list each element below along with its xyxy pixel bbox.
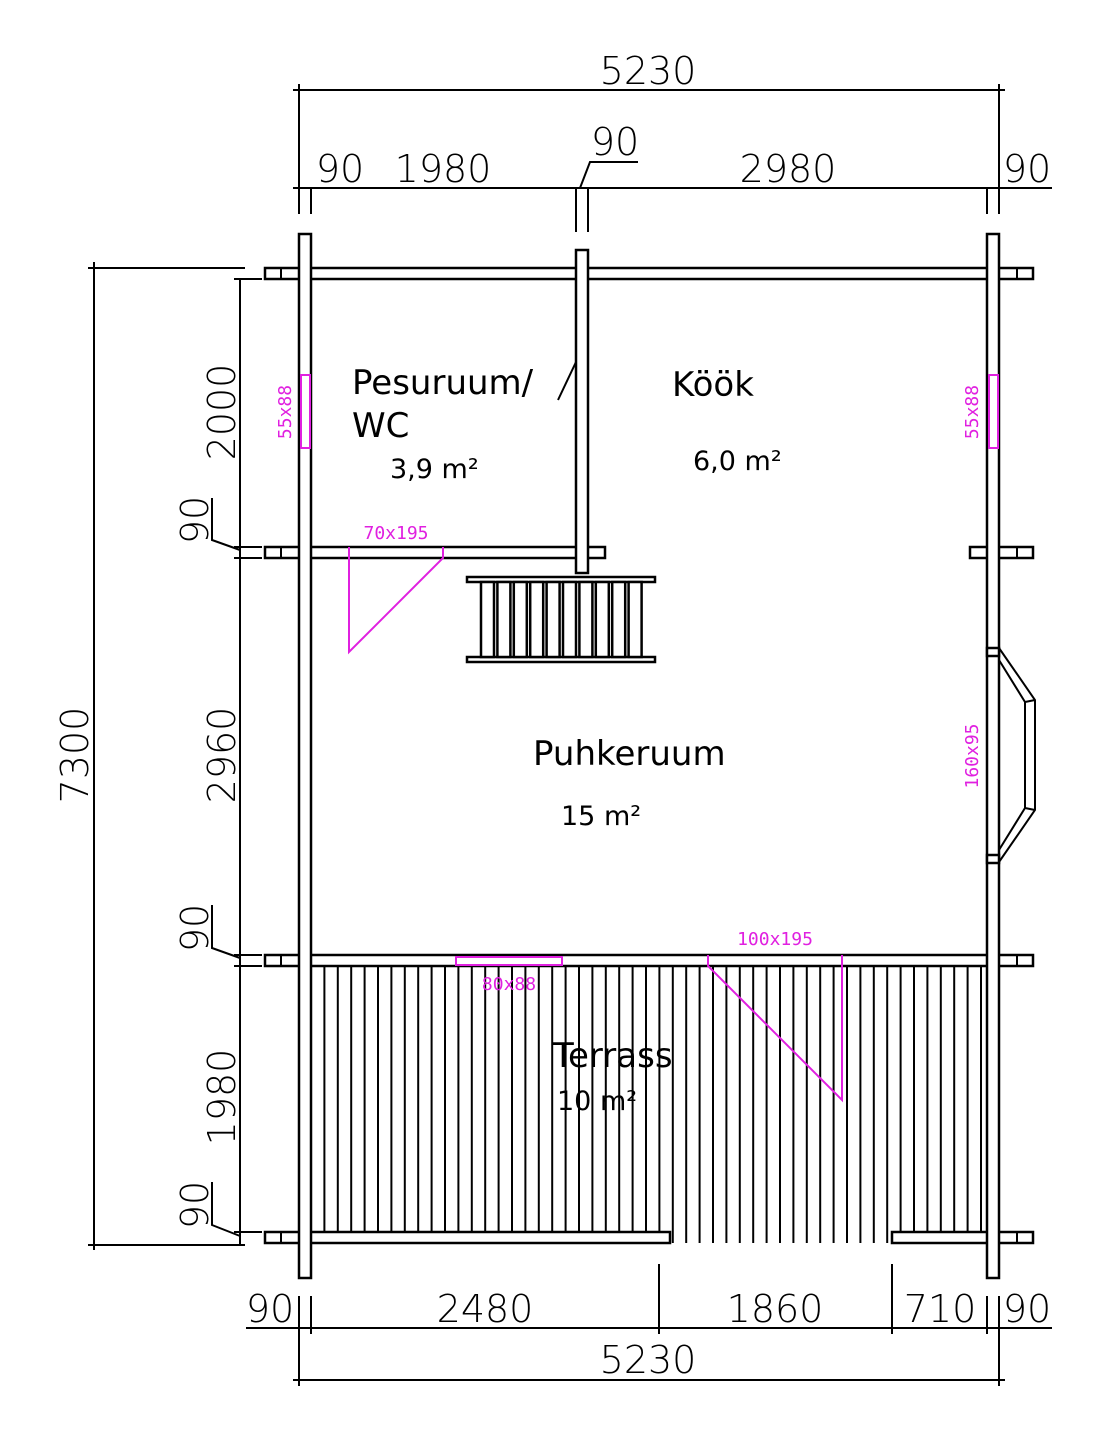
stair-step	[561, 580, 578, 659]
dim-left-seg: 90	[173, 1181, 217, 1229]
top-dimensions: 5230 90 1980 90 2980 90	[293, 49, 1052, 232]
room-labels: Pesuruum/ WC 3,9 m² Köök 6,0 m² Puhkeruu…	[352, 363, 782, 1117]
walls	[263, 232, 1035, 1280]
stair-step	[578, 580, 594, 659]
window-terrace-label: 80x88	[482, 974, 536, 995]
dim-bottom-total: 5230	[600, 1338, 697, 1382]
room-name-wc: Pesuruum/	[352, 363, 534, 403]
stair-step	[594, 580, 611, 659]
room-area-living: 15 m²	[561, 801, 641, 832]
stair-step	[496, 580, 512, 659]
dim-top-seg: 90	[591, 120, 639, 164]
dim-bottom-seg: 90	[1003, 1287, 1051, 1331]
door-wc-label: 70x195	[363, 523, 428, 544]
dim-top-total: 5230	[600, 49, 697, 93]
dim-left-seg: 90	[173, 496, 217, 544]
dim-bottom-seg: 1860	[727, 1287, 824, 1331]
dim-left-seg: 2960	[200, 707, 244, 804]
room-area-kitchen: 6,0 m²	[693, 446, 782, 477]
door-main-label: 100x195	[737, 929, 813, 950]
terrace-deck	[310, 966, 982, 1243]
dim-left-seg: 1980	[200, 1049, 244, 1146]
dim-top-seg: 1980	[395, 147, 492, 191]
stair-step	[545, 580, 561, 659]
window-kitchen-label: 55x88	[962, 385, 983, 439]
window-wc-label: 55x88	[275, 385, 296, 439]
dim-bottom-seg: 2480	[437, 1287, 534, 1331]
room-area-wc: 3,9 m²	[390, 454, 479, 485]
bottom-dimensions: 90 2480 1860 710 90 5230	[246, 1264, 1052, 1386]
room-name-terrace: Terrass	[552, 1036, 673, 1076]
stair-step	[627, 580, 643, 659]
left-dimensions: 7300 2000 90 2960 90 1980 90	[53, 262, 262, 1250]
dim-bottom-seg: 90	[246, 1287, 294, 1331]
stair-step	[610, 580, 627, 659]
dim-bottom-seg: 710	[904, 1287, 977, 1331]
stair-step	[528, 580, 545, 659]
room-name-wc-2: WC	[352, 406, 409, 446]
dim-left-total: 7300	[53, 707, 97, 804]
staircase	[465, 575, 657, 664]
openings: 55x88 55x88 70x195 160x95 80x88 100x195	[275, 374, 999, 1103]
dim-top-seg: 90	[1003, 147, 1051, 191]
dim-top-seg: 2980	[740, 147, 837, 191]
stair-step	[512, 580, 529, 659]
bay-window	[985, 646, 1036, 865]
dim-left-seg: 90	[173, 904, 217, 952]
room-name-kitchen: Köök	[672, 365, 754, 405]
room-name-living: Puhkeruum	[533, 734, 726, 774]
room-area-terrace: 10 m²	[557, 1086, 637, 1117]
dim-left-seg: 2000	[200, 364, 244, 461]
window-bay-label: 160x95	[962, 723, 983, 788]
stair-step	[479, 580, 496, 659]
dim-top-seg: 90	[316, 147, 364, 191]
